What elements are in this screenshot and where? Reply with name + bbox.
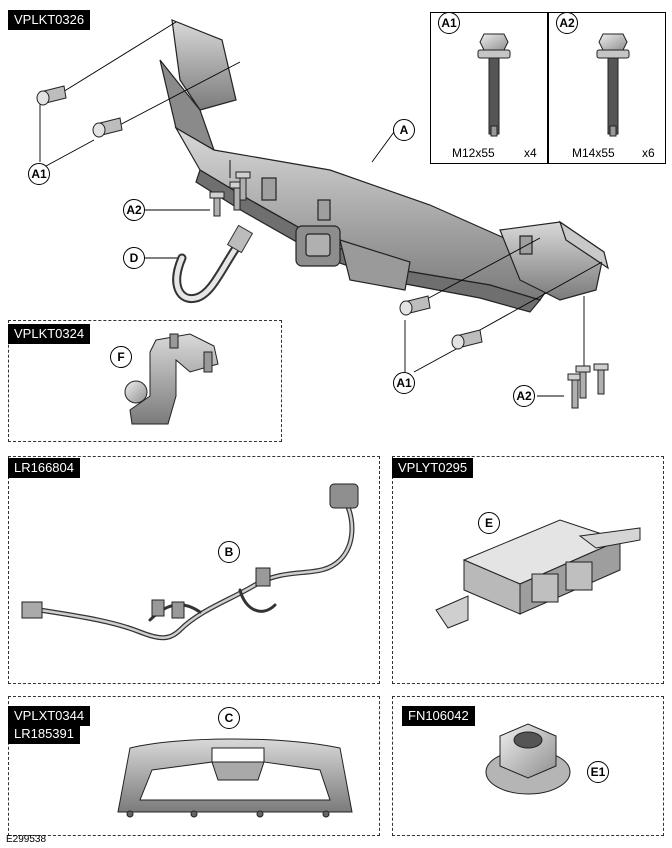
part-label-cover-1: VPLXT0344 xyxy=(8,706,91,726)
fastener-detail-box-a2 xyxy=(548,12,666,164)
callout-a: A xyxy=(393,119,415,141)
a2-bolt-qty: x6 xyxy=(642,146,655,160)
a2-bolt-size: M14x55 xyxy=(572,146,615,160)
part-label-ball: VPLKT0324 xyxy=(8,324,91,344)
module-kit-box xyxy=(392,456,664,684)
a1-bolt-lower-right-1 xyxy=(399,295,431,316)
callout-f: F xyxy=(110,346,132,368)
callout-a2-detail: A2 xyxy=(556,12,578,34)
a1-bolt-lower-right-2 xyxy=(451,329,483,350)
flange-nut xyxy=(485,723,571,795)
a1-bolt-mid-left xyxy=(92,117,123,138)
part-label-nut: FN106042 xyxy=(402,706,475,726)
cover-kit-box xyxy=(8,696,380,836)
part-label-harness: LR166804 xyxy=(8,458,80,478)
a1-bolt-qty: x4 xyxy=(524,146,537,160)
callout-c: C xyxy=(218,707,240,729)
fastener-detail-box-a1 xyxy=(430,12,548,164)
callout-d: D xyxy=(123,247,145,269)
callout-b: B xyxy=(218,541,240,563)
harness-kit-box xyxy=(8,456,380,684)
part-label-main: VPLKT0326 xyxy=(8,10,91,30)
part-label-module: VPLYT0295 xyxy=(392,458,474,478)
a1-detail-bolt xyxy=(477,33,511,137)
callout-a1-lower: A1 xyxy=(393,372,415,394)
control-module xyxy=(435,519,641,629)
nut-kit-box xyxy=(392,696,664,836)
callout-e: E xyxy=(478,512,500,534)
bumper-cover xyxy=(117,738,353,818)
a1-bolt-size: M12x55 xyxy=(452,146,495,160)
leader-lines xyxy=(39,21,603,397)
a2-bolts-left xyxy=(209,171,251,217)
harness-connectors xyxy=(21,483,359,619)
tow-bar-beam xyxy=(159,19,609,313)
tow-eye xyxy=(172,224,254,304)
a1-bolt-upper-left xyxy=(36,85,67,106)
tow-ball xyxy=(124,333,219,425)
callout-a1-upper: A1 xyxy=(28,163,50,185)
a2-detail-bolt xyxy=(596,33,630,137)
part-label-cover-2: LR185391 xyxy=(8,724,80,744)
callout-a1-detail: A1 xyxy=(438,12,460,34)
figure-id: E299538 xyxy=(6,834,47,845)
a2-bolts-right xyxy=(567,363,609,409)
callout-a2-right: A2 xyxy=(513,385,535,407)
callout-a2-left: A2 xyxy=(123,199,145,221)
callout-e1: E1 xyxy=(587,761,609,783)
ball-kit-box xyxy=(8,320,282,442)
